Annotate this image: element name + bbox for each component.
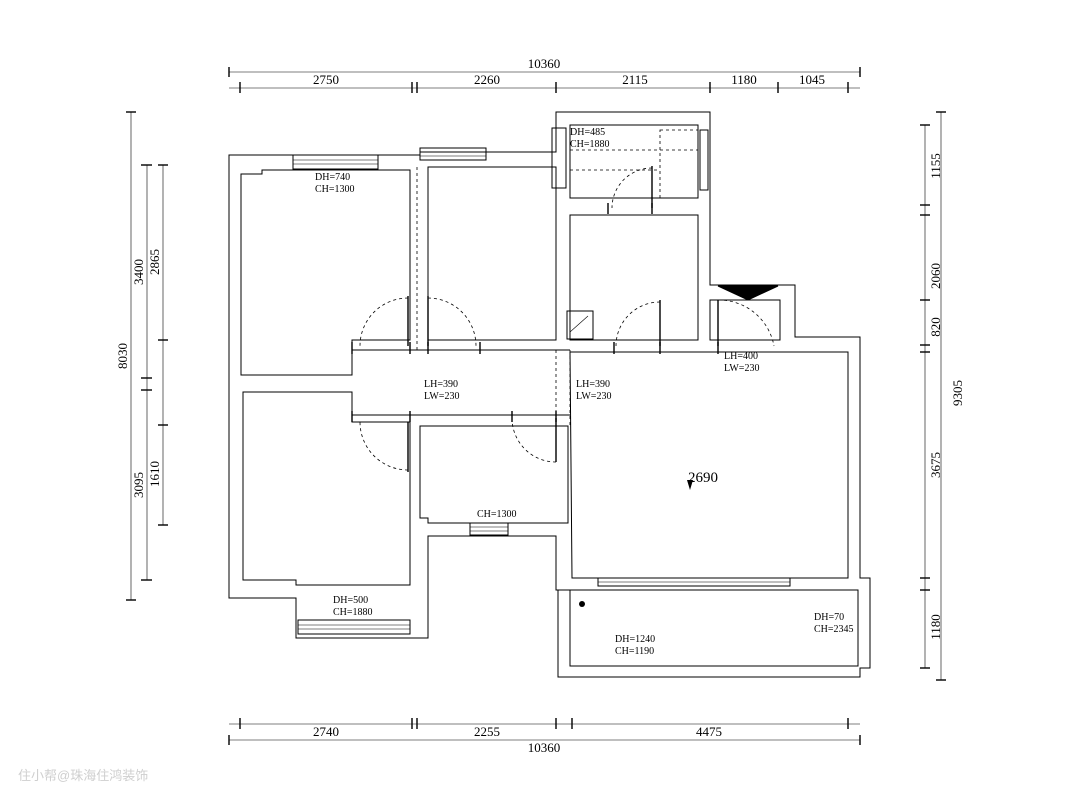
drain-icon xyxy=(579,601,585,607)
beam-3-lw-note: LW=230 xyxy=(724,363,759,374)
bottom-dimension-1: 2740 xyxy=(313,724,339,739)
door-swings xyxy=(359,167,775,471)
top-dimension-4: 1180 xyxy=(731,72,757,87)
corridor-lines xyxy=(352,167,571,426)
bedroom-1-dh-note: DH=740 xyxy=(315,172,350,183)
balcony-dh-note-1: DH=1240 xyxy=(615,634,655,645)
balcony-walls xyxy=(569,589,859,667)
left-outer-dimension-1: 3400 xyxy=(131,259,146,285)
watermark: 住小帮@珠海住鸿装饰 xyxy=(18,768,148,783)
storage-cell-walls xyxy=(709,299,781,341)
bedroom-2-dh-note: DH=500 xyxy=(333,595,368,606)
top-total-dimension: 10360 xyxy=(528,56,561,71)
bathroom-walls xyxy=(419,425,569,524)
beam-2-lh-note: LH=390 xyxy=(576,379,610,390)
utility-room-walls xyxy=(569,214,699,341)
left-inner-dimension-2: 1610 xyxy=(147,461,162,487)
bottom-dimension-2: 2255 xyxy=(474,724,500,739)
water-heater-icon xyxy=(566,310,594,340)
beam-2-lw-note: LW=230 xyxy=(576,391,611,402)
door-leaves xyxy=(407,166,719,472)
left-dimension-lines xyxy=(126,111,168,601)
top-dimension-1: 2750 xyxy=(313,72,339,87)
living-room-walls xyxy=(569,351,849,579)
right-dimension-5: 1180 xyxy=(928,614,943,640)
level-marker-icon xyxy=(687,480,693,490)
left-outer-dimension-2: 3095 xyxy=(131,472,146,498)
bedroom-1-ch-note: CH=1300 xyxy=(315,184,355,195)
middle-room-walls xyxy=(427,166,557,341)
ceiling-height-label: 2690 xyxy=(688,470,718,486)
right-dimension-4: 3675 xyxy=(928,452,943,478)
bedroom-2-ch-note: CH=1880 xyxy=(333,607,373,618)
windows xyxy=(292,127,791,635)
wall-joint-ticks xyxy=(351,203,719,422)
balcony-ch-note-1: CH=1190 xyxy=(615,646,654,657)
triangle-marker-icon xyxy=(717,285,779,301)
top-dimension-2: 2260 xyxy=(474,72,500,87)
top-dimension-lines xyxy=(228,67,861,93)
beam-1-lh-note: LH=390 xyxy=(424,379,458,390)
bottom-dimension-3: 4475 xyxy=(696,724,722,739)
bedroom-2-walls xyxy=(242,391,411,586)
left-total-dimension: 8030 xyxy=(115,343,130,369)
kitchen-walls xyxy=(569,124,699,199)
right-total-dimension: 9305 xyxy=(950,380,965,406)
right-dimension-2: 2060 xyxy=(928,263,943,289)
top-dimension-3: 2115 xyxy=(622,72,648,87)
right-dimension-3: 820 xyxy=(928,317,943,337)
beam-1-lw-note: LW=230 xyxy=(424,391,459,402)
bedroom-1-walls xyxy=(240,169,411,376)
kitchen-ch-note: CH=1880 xyxy=(570,139,610,150)
top-dimension-5: 1045 xyxy=(799,72,825,87)
bottom-dimension-lines xyxy=(228,718,861,745)
kitchen-dh-note: DH=485 xyxy=(570,127,605,138)
bathroom-ch-note: CH=1300 xyxy=(477,509,517,520)
right-dimension-1: 1155 xyxy=(928,153,943,179)
beam-3-lh-note: LH=400 xyxy=(724,351,758,362)
outer-wall-outline xyxy=(228,111,871,678)
right-dimension-lines xyxy=(920,111,946,681)
kitchen-cabinet xyxy=(570,129,699,199)
balcony-ch-note-2: CH=2345 xyxy=(814,624,854,635)
left-inner-dimension-1: 2865 xyxy=(147,249,162,275)
balcony-dh-note-2: DH=70 xyxy=(814,612,844,623)
bottom-total-dimension: 10360 xyxy=(528,740,561,755)
